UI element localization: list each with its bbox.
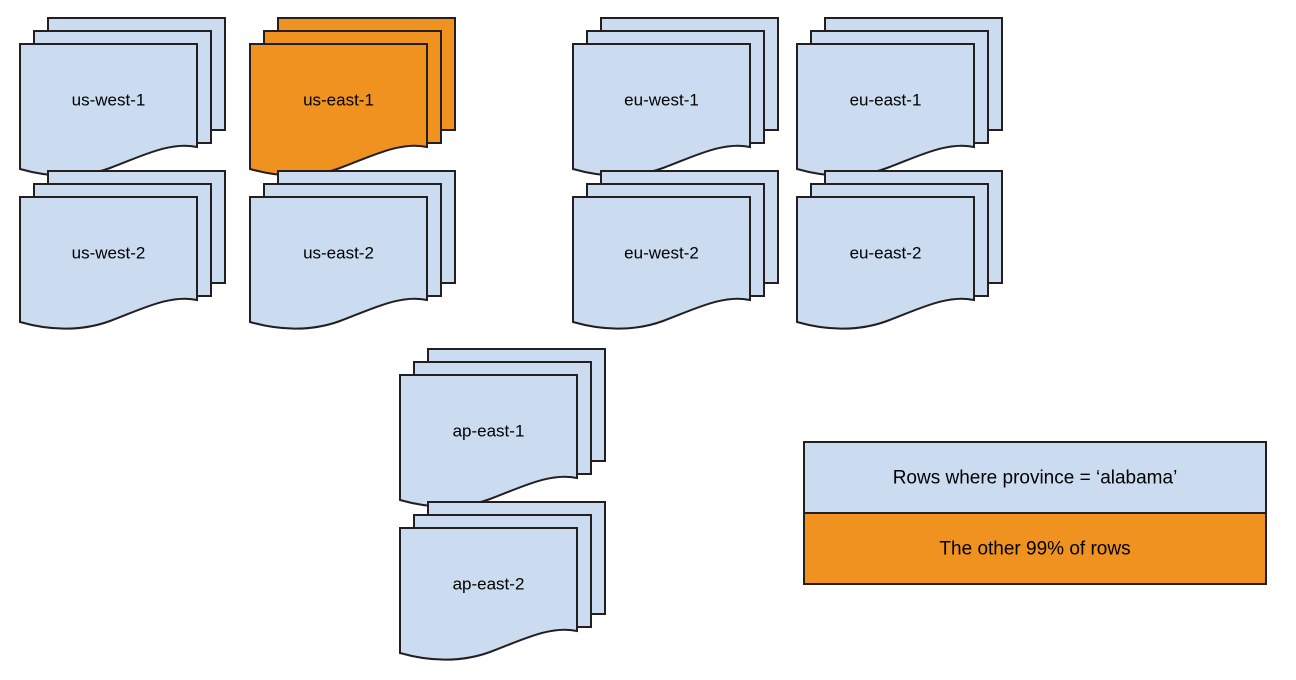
- document-sheet-front: [19, 196, 198, 330]
- legend-group: Rows where province = ‘alabama’ The other…: [803, 441, 1267, 585]
- stack-label-ap-east-1: ap-east-1: [453, 421, 525, 440]
- stack-label-eu-west-2: eu-west-2: [624, 243, 699, 262]
- stack-label-eu-east-1: eu-east-1: [850, 90, 922, 109]
- stack-label-eu-east-2: eu-east-2: [850, 243, 922, 262]
- document-sheet-front: [249, 196, 428, 330]
- document-sheet-front: [796, 196, 975, 330]
- stack-label-ap-east-2: ap-east-2: [453, 574, 525, 593]
- document-sheet-front: [399, 374, 578, 508]
- stack-label-us-west-1: us-west-1: [72, 90, 146, 109]
- document-stacks-group: us-west-1 us-west-2 us-east-1 us-east-2 eu-w…: [19, 17, 1003, 661]
- document-stack-eu-east-1[interactable]: eu-east-1: [796, 17, 1003, 177]
- document-sheet-front: [399, 527, 578, 661]
- legend-row-normal-label: Rows where province = ‘alabama’: [893, 468, 1178, 489]
- stack-label-us-east-2: us-east-2: [303, 243, 374, 262]
- document-stack-ap-east-2[interactable]: ap-east-2: [399, 501, 606, 661]
- document-sheet-front: [249, 43, 428, 177]
- stack-label-eu-west-1: eu-west-1: [624, 90, 699, 109]
- document-stack-eu-east-2[interactable]: eu-east-2: [796, 170, 1003, 330]
- document-sheet-front: [796, 43, 975, 177]
- document-sheet-front: [572, 43, 751, 177]
- document-stack-us-east-2[interactable]: us-east-2: [249, 170, 456, 330]
- stack-label-us-east-1: us-east-1: [303, 90, 374, 109]
- document-sheet-front: [572, 196, 751, 330]
- document-stack-eu-west-2[interactable]: eu-west-2: [572, 170, 779, 330]
- document-stack-ap-east-1[interactable]: ap-east-1: [399, 348, 606, 508]
- legend-row-highlight-label: The other 99% of rows: [939, 539, 1130, 560]
- document-stack-us-west-1[interactable]: us-west-1: [19, 17, 226, 177]
- stack-label-us-west-2: us-west-2: [72, 243, 146, 262]
- legend-row-highlight-swatch: [803, 512, 1267, 585]
- document-stack-us-west-2[interactable]: us-west-2: [19, 170, 226, 330]
- legend-row-normal-swatch: [803, 441, 1267, 514]
- document-stack-us-east-1[interactable]: us-east-1: [249, 17, 456, 177]
- document-stack-eu-west-1[interactable]: eu-west-1: [572, 17, 779, 177]
- document-sheet-front: [19, 43, 198, 177]
